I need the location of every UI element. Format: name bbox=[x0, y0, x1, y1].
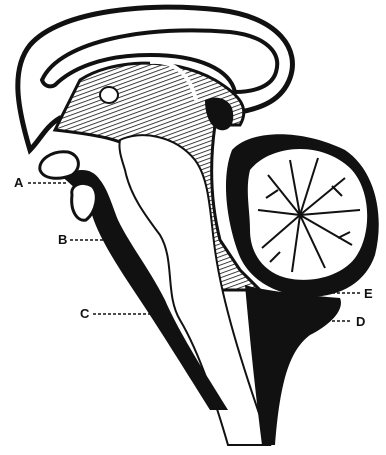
label-d-text: D bbox=[356, 314, 365, 329]
label-b-text: B bbox=[58, 232, 67, 247]
interthalamic-adhesion bbox=[100, 87, 118, 103]
optic-chiasm bbox=[40, 152, 79, 179]
label-a-text: A bbox=[14, 175, 24, 190]
hypophysis bbox=[72, 183, 97, 220]
label-e-text: E bbox=[364, 286, 373, 301]
fourth-ventricle bbox=[245, 285, 341, 445]
label-c-text: C bbox=[80, 306, 90, 321]
